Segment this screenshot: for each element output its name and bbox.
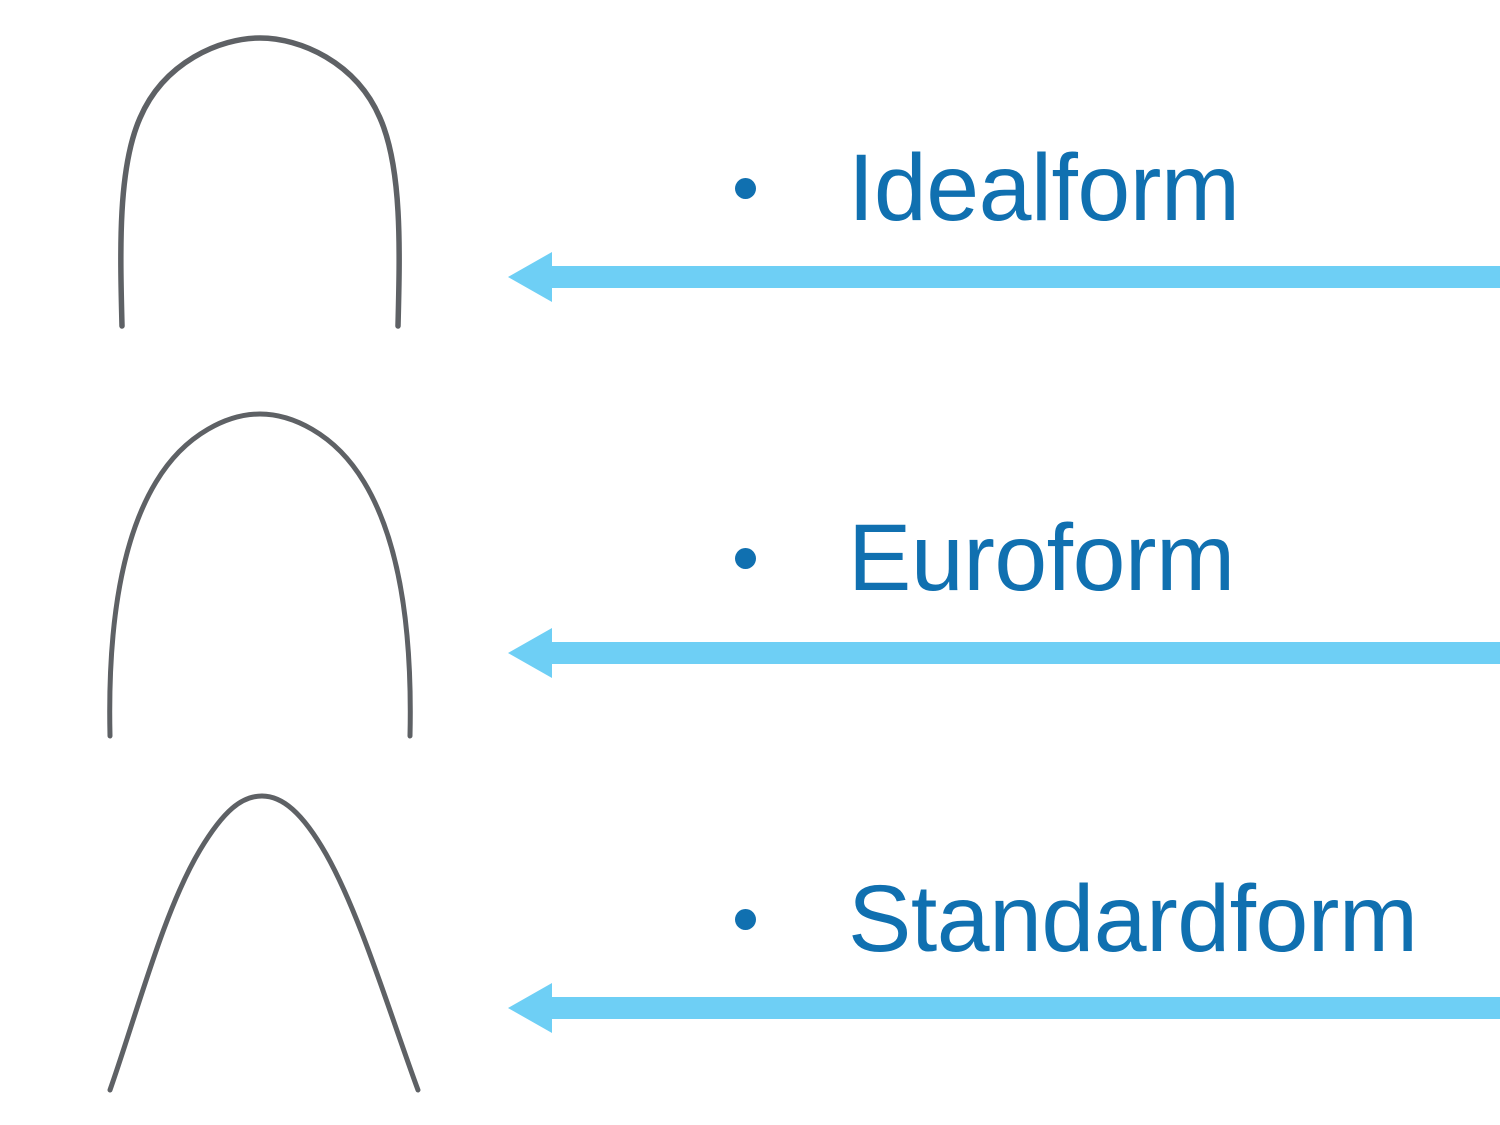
list-item-standardform: Standardform <box>735 872 1418 967</box>
archwire-curve <box>118 35 402 329</box>
idealform-archwire <box>60 18 460 348</box>
archwire-curve <box>107 411 413 739</box>
list-item-euroform: Euroform <box>735 511 1235 606</box>
list-item-label: Standardform <box>848 866 1418 972</box>
bullet-dot-icon <box>735 909 756 930</box>
euroform-archwire <box>60 398 460 743</box>
archwire-curve <box>107 793 421 1093</box>
standardform-archwire <box>60 778 460 1098</box>
bullet-dot-icon <box>735 178 756 199</box>
bullet-dot-icon <box>735 548 756 569</box>
list-item-label: Idealform <box>848 135 1240 241</box>
arrow-left-standardform <box>508 983 1500 1033</box>
arrow-left-icon <box>508 252 1500 302</box>
list-item-label: Euroform <box>848 505 1235 611</box>
arrow-left-icon <box>508 983 1500 1033</box>
arrow-left-euroform <box>508 628 1500 678</box>
arrow-left-idealform <box>508 252 1500 302</box>
list-item-idealform: Idealform <box>735 141 1240 236</box>
arrow-left-icon <box>508 628 1500 678</box>
